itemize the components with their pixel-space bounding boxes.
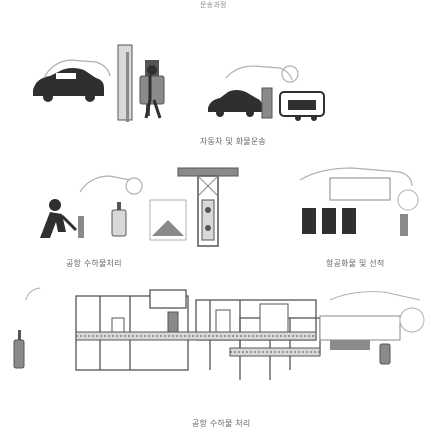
baggage-cart-icon [319,291,425,365]
suitcase-icon-3 [13,287,41,369]
scanner-gantry-icon [177,167,239,247]
luggage-trolley-icon [117,44,165,122]
panel-baggage-system [13,287,425,380]
cargo-truck-icon [299,167,419,236]
caption-airport-luggage: 공항 수하물처리 [66,259,122,268]
caption-air-cargo: 항공화물 및 선적 [326,259,385,268]
car-dark-icon-2 [208,90,262,117]
worker-icon [40,199,84,238]
suitcase-icon [261,87,325,121]
car-dark-icon [33,68,104,102]
car-outline-icon [43,59,111,79]
caption-airport-baggage-system: 공항 수하물 처리 [192,419,251,428]
caption-car-luggage: 자동차 및 화물운송 [200,137,266,146]
belt-strip [75,331,321,357]
panel-airport-luggage [40,167,419,247]
suitcase-icon-2 [111,202,127,237]
header-title: 운송과정 [200,1,227,9]
panel-car-luggage [33,44,325,122]
